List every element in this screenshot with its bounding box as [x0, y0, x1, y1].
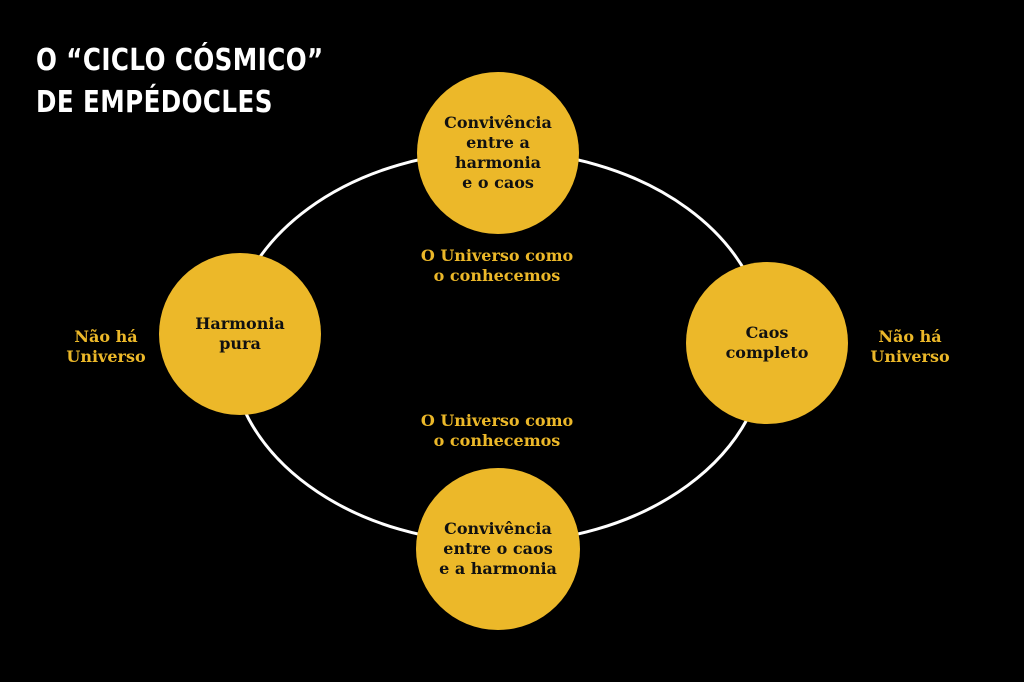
node-top-text: Convivência entre a harmonia e o caos [444, 113, 552, 193]
node-bottom-line-2: entre o caos [443, 539, 553, 558]
node-caos-completo: Caos completo [686, 262, 848, 424]
node-bottom-line-1: Convivência [444, 519, 552, 538]
node-harmonia-pura: Harmonia pura [159, 253, 321, 415]
node-top-line-2: entre a [466, 133, 530, 152]
label-lower-line-1: O Universo como [420, 411, 574, 430]
node-convivencia-caos-harmonia: Convivência entre o caos e a harmonia [416, 468, 580, 630]
node-right-line-1: Caos [745, 323, 789, 342]
node-right-line-2: completo [725, 343, 809, 362]
node-right-text: Caos completo [726, 323, 809, 363]
node-top-line-3: harmonia [454, 153, 542, 172]
label-nao-ha-universo-right: Não há Universo [852, 327, 968, 367]
title-line-2: DE EMPÉDOCLES [36, 85, 273, 120]
node-top-line-1: Convivência [444, 113, 552, 132]
title-line-1: O “CICLO CÓSMICO” [36, 43, 324, 78]
node-top-line-4: e o caos [462, 173, 534, 192]
label-universo-lower: O Universo como o conhecemos [397, 411, 597, 451]
node-bottom-text: Convivência entre o caos e a harmonia [439, 519, 557, 579]
label-upper-line-1: O Universo como [420, 246, 574, 265]
label-left-line-1: Não há [74, 327, 138, 346]
label-left-line-2: Universo [66, 347, 146, 366]
diagram-title: O “CICLO CÓSMICO” DE EMPÉDOCLES [36, 40, 324, 124]
node-left-text: Harmonia pura [195, 314, 285, 354]
label-right-line-1: Não há [878, 327, 942, 346]
label-universo-upper: O Universo como o conhecemos [397, 246, 597, 286]
label-nao-ha-universo-left: Não há Universo [46, 327, 166, 367]
node-convivencia-harmonia-caos: Convivência entre a harmonia e o caos [417, 72, 579, 234]
label-lower-line-2: o conhecemos [433, 431, 561, 450]
node-bottom-line-3: e a harmonia [439, 559, 557, 578]
node-left-line-1: Harmonia [195, 314, 285, 333]
label-upper-line-2: o conhecemos [433, 266, 561, 285]
node-left-line-2: pura [219, 334, 261, 353]
label-right-line-2: Universo [870, 347, 950, 366]
